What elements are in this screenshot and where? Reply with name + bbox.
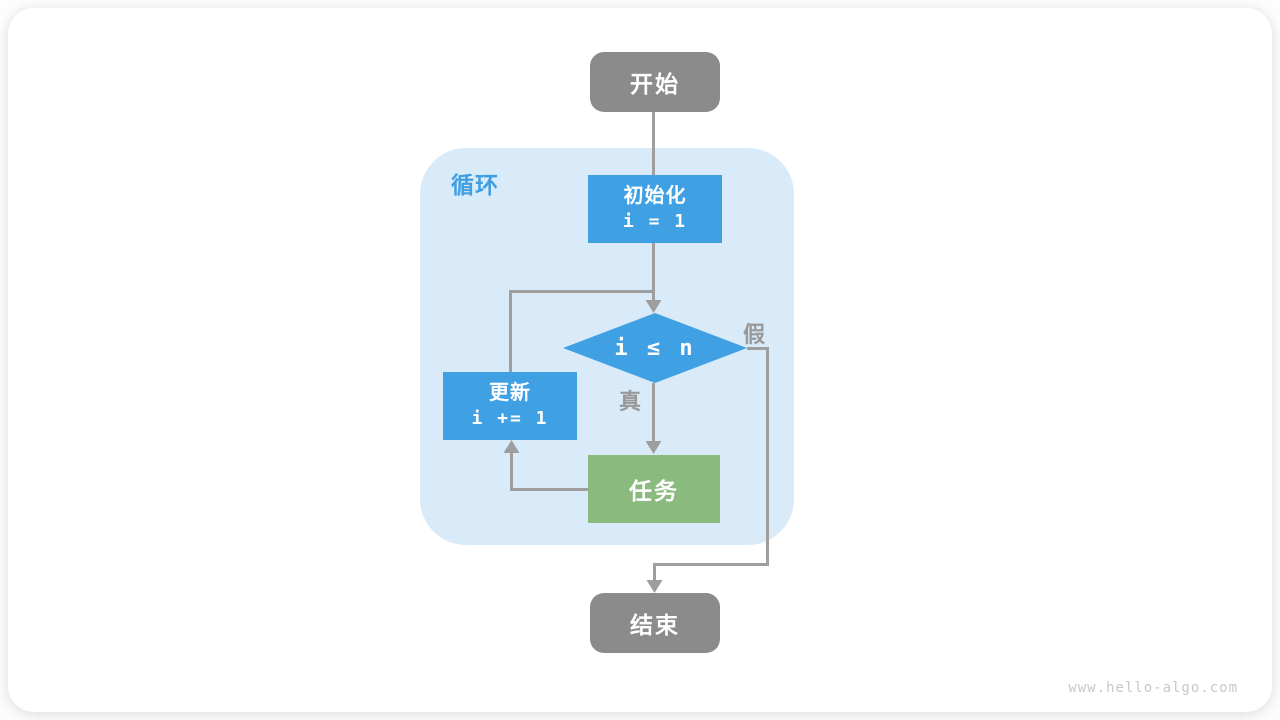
end-node: 结束 xyxy=(590,593,720,653)
end-node-label: 结束 xyxy=(630,612,680,638)
condition-expression: i ≤ n xyxy=(614,335,696,361)
condition-diamond-shape xyxy=(563,313,747,383)
arrowhead-into-condition xyxy=(645,300,662,313)
condition-node: i ≤ n xyxy=(563,313,747,383)
edge-label-true: 真 xyxy=(618,389,641,414)
update-node: 更新 i += 1 xyxy=(443,372,577,440)
loop-region-label: 循环 xyxy=(451,172,499,198)
task-node-label: 任务 xyxy=(629,478,679,504)
init-node-code: i = 1 xyxy=(622,211,688,232)
start-node: 开始 xyxy=(590,52,720,112)
arrowhead-into-update xyxy=(503,440,520,453)
init-node: 初始化 i = 1 xyxy=(588,175,722,243)
edge-condition-false-to-end xyxy=(653,347,769,581)
start-node-label: 开始 xyxy=(630,71,680,97)
task-node: 任务 xyxy=(588,455,720,523)
arrowhead-into-task xyxy=(645,441,662,454)
edge-label-false: 假 xyxy=(742,322,765,347)
site-watermark: www.hello-algo.com xyxy=(1068,680,1238,696)
arrowhead-into-end xyxy=(646,580,663,593)
update-node-code: i += 1 xyxy=(471,408,549,429)
update-node-label: 更新 xyxy=(489,382,531,404)
init-node-label: 初始化 xyxy=(623,185,687,207)
edge-update-to-condition-merge xyxy=(509,290,654,372)
edge-task-to-update xyxy=(510,452,588,491)
